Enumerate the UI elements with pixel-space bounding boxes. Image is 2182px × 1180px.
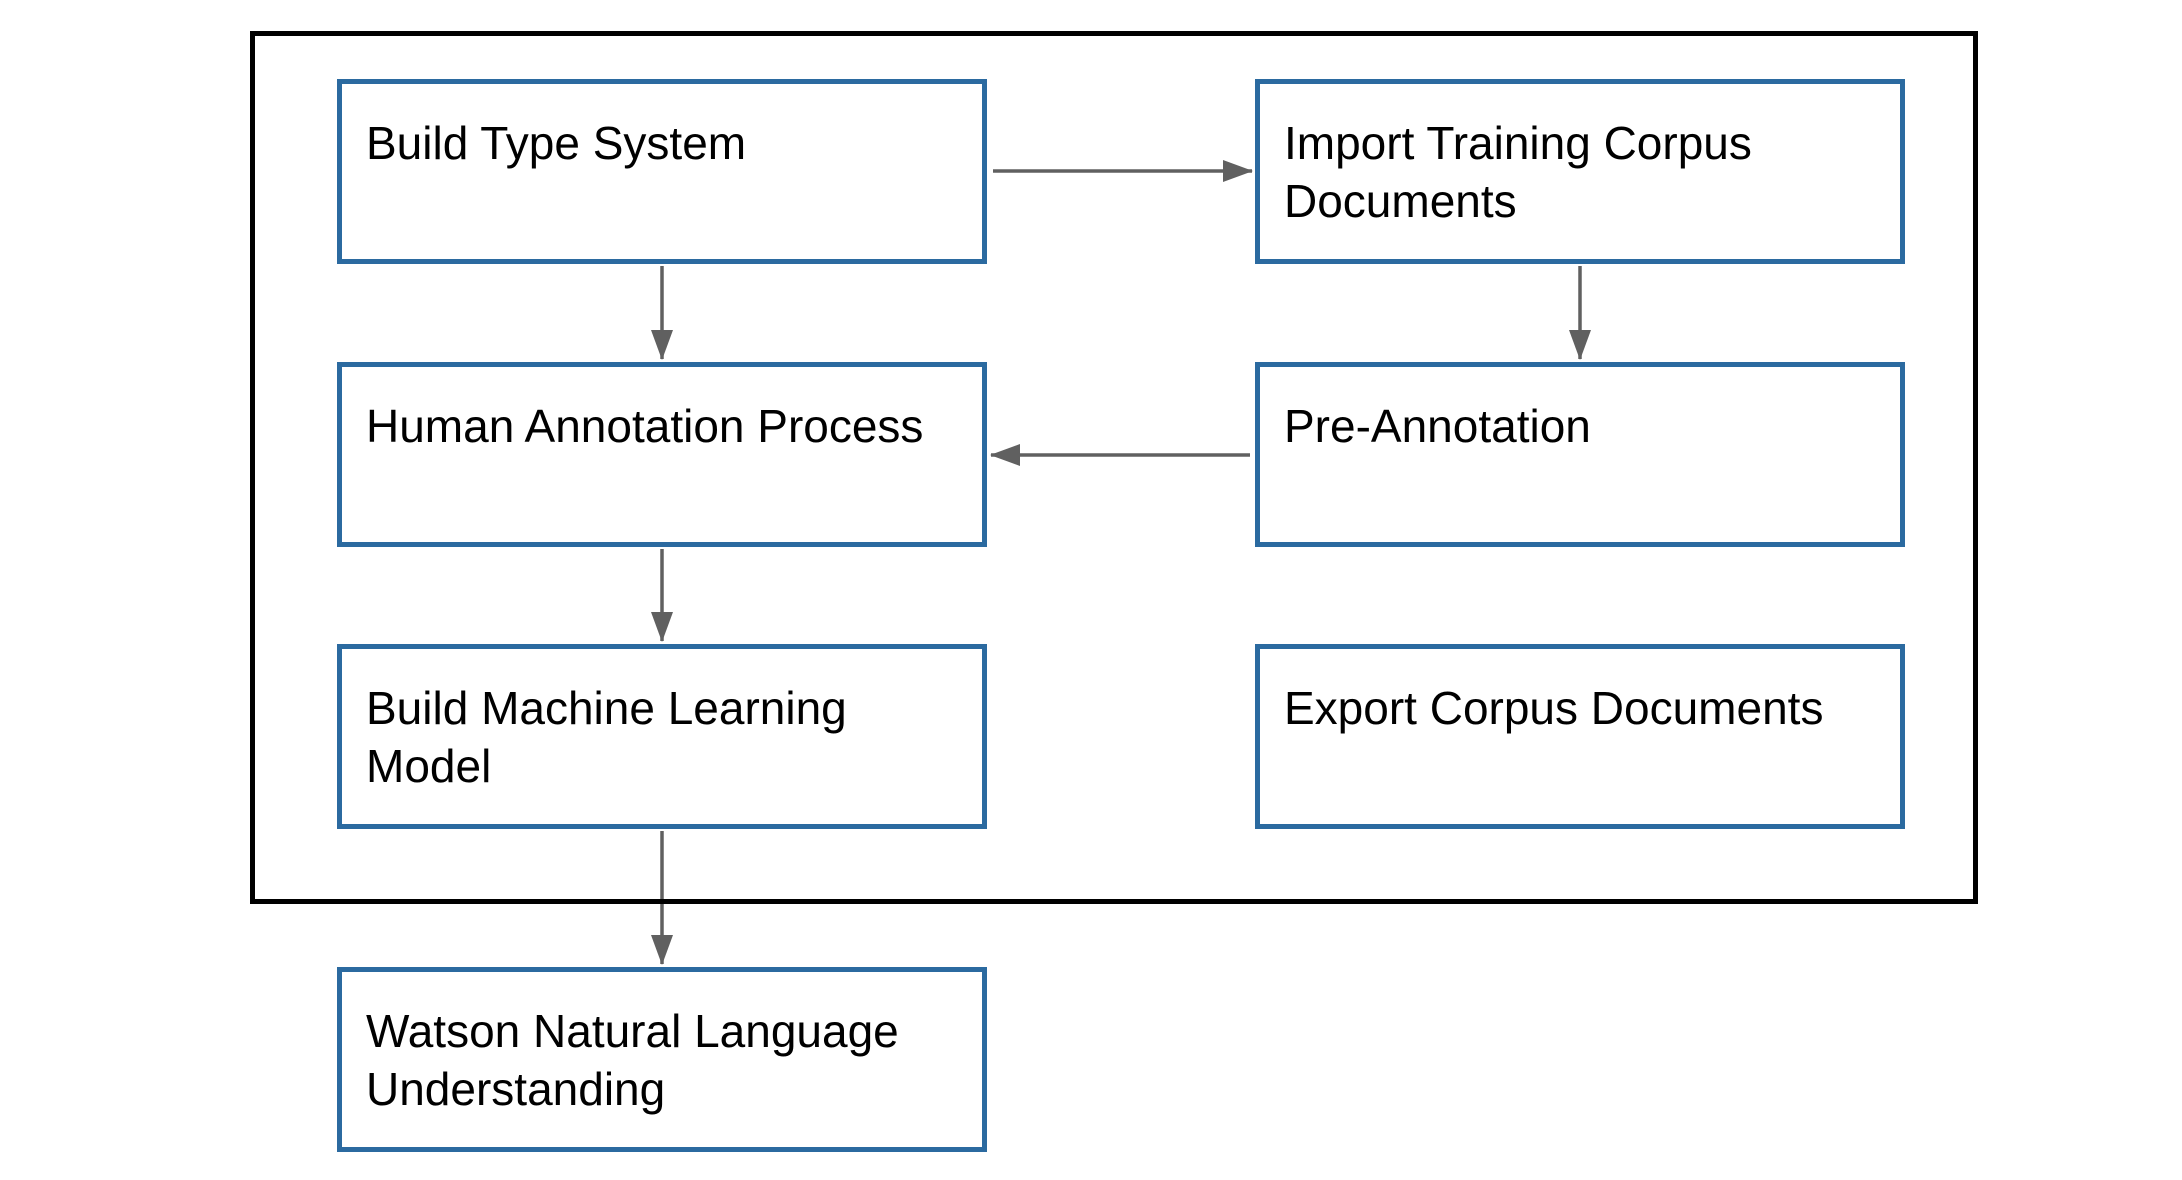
node-build-machine-learning-model-label: Build Machine Learning Model [366, 682, 847, 792]
node-import-training-corpus-documents: Import Training Corpus Documents [1255, 79, 1905, 264]
node-human-annotation-process: Human Annotation Process [337, 362, 987, 547]
node-build-machine-learning-model: Build Machine Learning Model [337, 644, 987, 829]
node-human-annotation-process-label: Human Annotation Process [366, 400, 924, 452]
node-pre-annotation-label: Pre-Annotation [1284, 400, 1591, 452]
node-import-training-corpus-documents-label: Import Training Corpus Documents [1284, 117, 1752, 227]
node-export-corpus-documents-label: Export Corpus Documents [1284, 682, 1824, 734]
node-build-type-system-label: Build Type System [366, 117, 747, 169]
node-watson-natural-language-understanding-label: Watson Natural Language Understanding [366, 1005, 899, 1115]
node-watson-natural-language-understanding: Watson Natural Language Understanding [337, 967, 987, 1152]
node-pre-annotation: Pre-Annotation [1255, 362, 1905, 547]
node-build-type-system: Build Type System [337, 79, 987, 264]
node-export-corpus-documents: Export Corpus Documents [1255, 644, 1905, 829]
